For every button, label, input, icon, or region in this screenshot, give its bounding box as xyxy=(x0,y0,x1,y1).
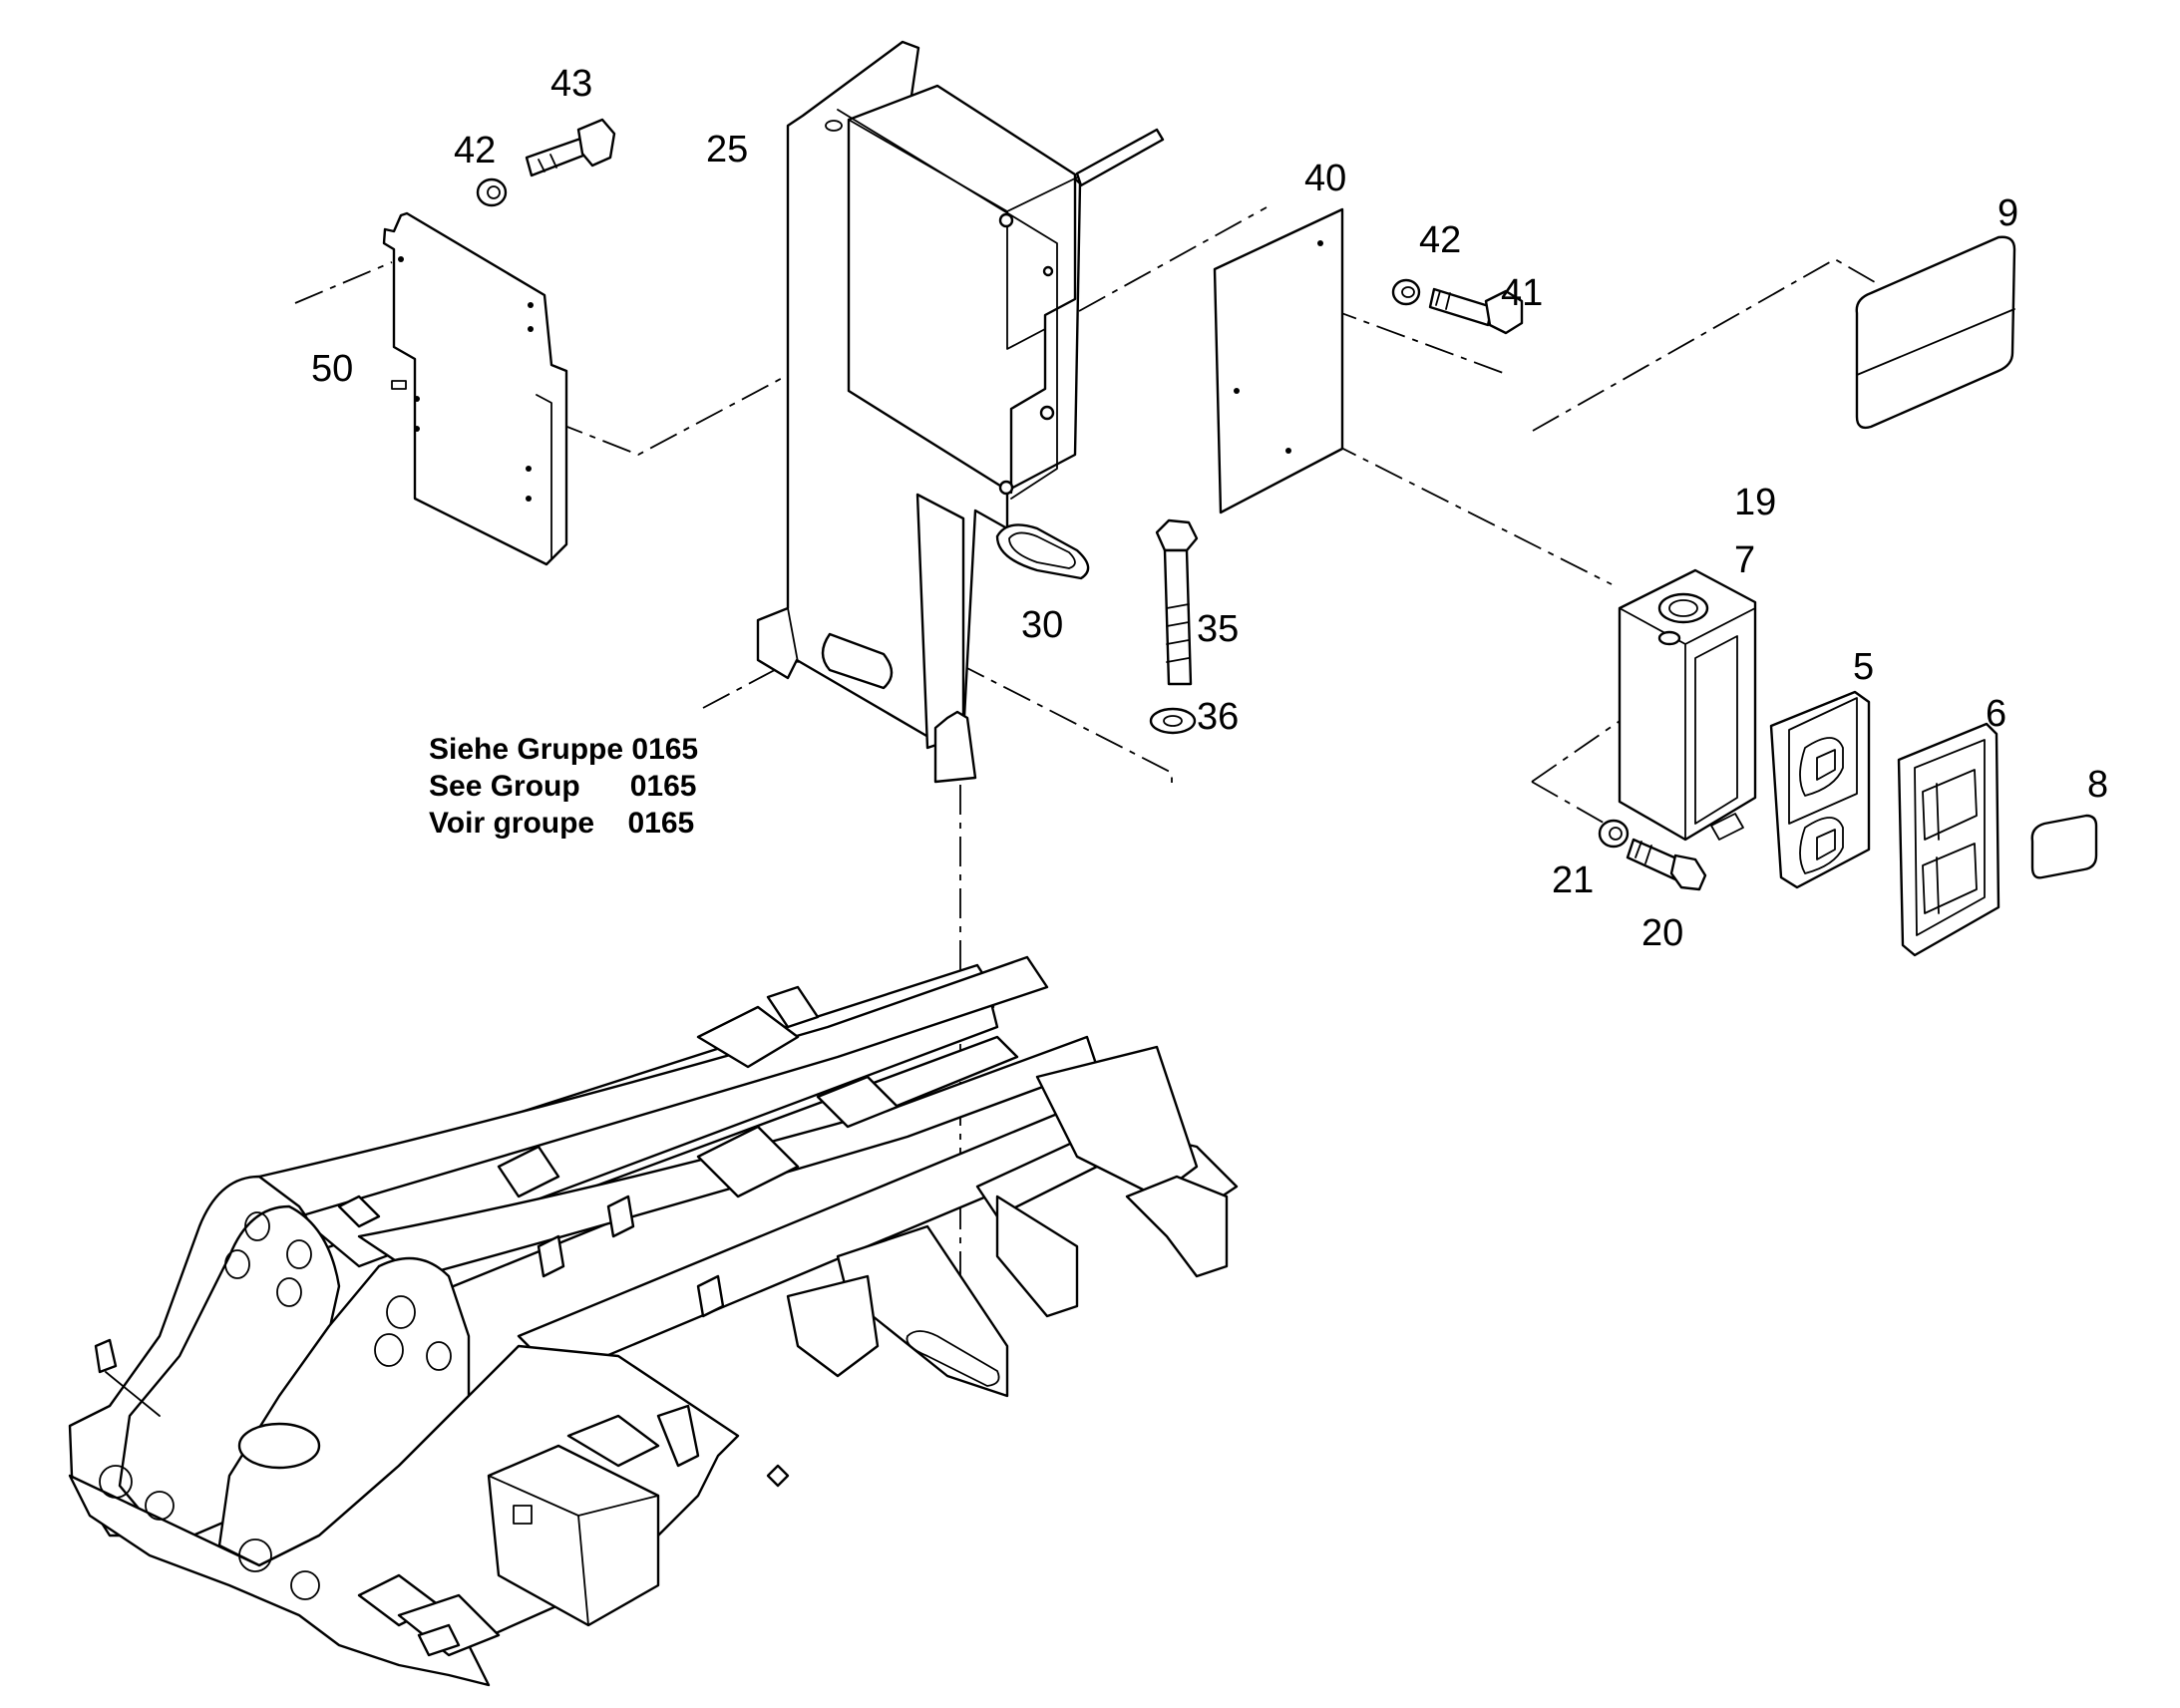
part-5-connector xyxy=(1769,690,1871,889)
part-36-washer xyxy=(1149,707,1197,735)
callout-8: 8 xyxy=(2087,764,2108,806)
reference-note: Siehe Gruppe 0165 See Group 0165 Voir gr… xyxy=(429,731,698,842)
callout-9: 9 xyxy=(1998,192,2018,234)
chassis-frame xyxy=(68,955,1239,1687)
part-20-screw xyxy=(1626,838,1707,891)
part-41-bolt xyxy=(1428,287,1524,335)
part-21-washer xyxy=(1598,819,1630,849)
callout-42-top: 42 xyxy=(454,130,496,171)
callout-42-right: 42 xyxy=(1419,219,1461,261)
part-6-connector xyxy=(1897,722,2000,957)
callout-43: 43 xyxy=(550,63,592,105)
part-25-box-bracket xyxy=(756,40,1165,784)
reference-note-fr: Voir groupe 0165 xyxy=(429,807,695,840)
part-35-bolt xyxy=(1155,518,1199,686)
callout-25: 25 xyxy=(706,129,748,171)
callout-40: 40 xyxy=(1304,158,1346,199)
part-7-junction-housing xyxy=(1618,568,1757,842)
callout-50: 50 xyxy=(311,348,353,390)
part-9-label xyxy=(1855,235,2016,430)
callout-21: 21 xyxy=(1552,859,1594,901)
callout-36: 36 xyxy=(1197,696,1239,738)
callout-41: 41 xyxy=(1501,272,1543,314)
callout-35: 35 xyxy=(1197,608,1239,650)
reference-note-de: Siehe Gruppe 0165 xyxy=(429,733,699,766)
callout-7: 7 xyxy=(1734,539,1755,581)
callout-19: 19 xyxy=(1734,482,1776,523)
callout-6: 6 xyxy=(1986,693,2006,735)
part-42-washer-right xyxy=(1391,278,1421,306)
callout-30: 30 xyxy=(1021,604,1063,646)
callout-5: 5 xyxy=(1853,646,1874,688)
part-30-grommet xyxy=(995,523,1090,580)
callout-labels: 43 42 25 50 40 42 41 9 19 7 30 35 36 5 6… xyxy=(311,63,2108,954)
part-40-cover-plate xyxy=(1213,207,1344,514)
part-50-mounting-plate xyxy=(382,211,568,566)
part-43-bolt xyxy=(525,118,616,177)
part-8-small-label xyxy=(2030,814,2098,879)
part-42-washer-top xyxy=(476,177,508,207)
reference-note-en: See Group 0165 xyxy=(429,770,697,803)
callout-20: 20 xyxy=(1641,912,1683,954)
